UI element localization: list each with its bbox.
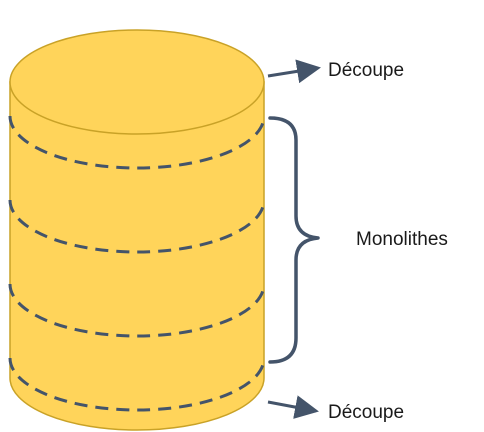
bottom-cut-label: Découpe <box>328 402 404 423</box>
cut-line-3 <box>8 283 266 338</box>
top-cut-arrow <box>267 59 321 84</box>
cut-line-2 <box>8 199 266 254</box>
monoliths-label: Monolithes <box>356 229 448 250</box>
monoliths-brace <box>268 116 320 364</box>
cylinder-top-face <box>9 29 265 135</box>
cut-line-1 <box>8 115 266 170</box>
cut-line-4 <box>8 357 266 412</box>
bottom-cut-arrow <box>267 395 319 419</box>
cylinder-body <box>9 81 265 431</box>
top-cut-label: Découpe <box>328 60 404 81</box>
